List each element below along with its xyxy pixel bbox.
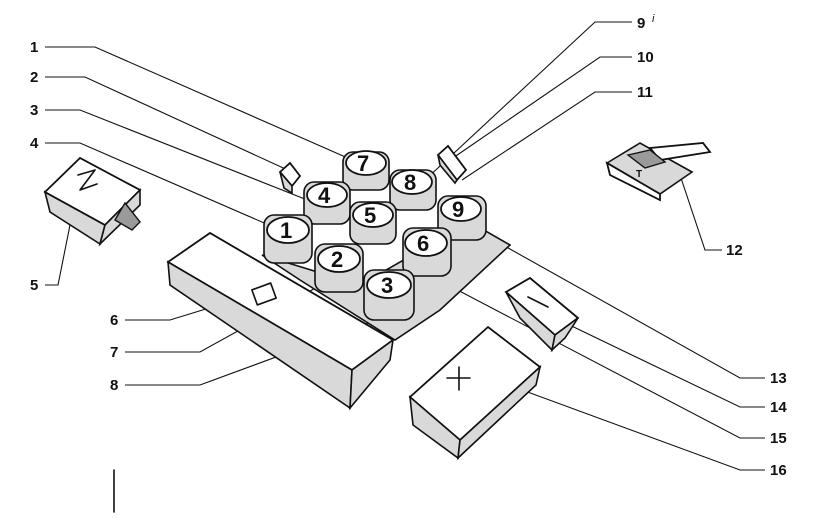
leader-10 (449, 56, 632, 161)
key-3: 3 (363, 269, 415, 321)
callout-10: 10 (637, 49, 654, 66)
callout-16: 16 (770, 462, 787, 479)
callout-8: 8 (110, 377, 118, 394)
part-16-plus-key (408, 325, 542, 461)
callout-9-superscript: i (652, 13, 655, 25)
leader-5 (45, 224, 71, 286)
number-keys: 7 8 4 5 9 1 (263, 150, 487, 321)
key-5-label: 5 (364, 203, 376, 228)
part-6-long-bar (166, 231, 395, 411)
callout-12: 12 (726, 242, 743, 259)
key-1-label: 1 (280, 218, 292, 243)
part-14-minus-key (504, 276, 580, 353)
callout-1: 1 (30, 39, 38, 56)
leader-9 (424, 21, 632, 181)
callout-5: 5 (30, 277, 38, 294)
part-2-small-piece (278, 161, 302, 195)
callout-9: 9 (637, 15, 645, 32)
key-8: 8 (389, 169, 437, 211)
key-8-label: 8 (404, 170, 416, 195)
leader-12 (679, 174, 722, 251)
minus-symbol-icon (527, 296, 549, 308)
callout-14: 14 (770, 399, 787, 416)
key-9-label: 9 (452, 197, 464, 222)
part-5-key (43, 156, 142, 247)
leader-16 (494, 379, 765, 471)
leader-11 (461, 91, 632, 181)
svg-text:T: T (636, 169, 642, 180)
key-1: 1 (263, 214, 313, 264)
key-4-label: 4 (318, 183, 331, 208)
plus-symbol-icon (446, 366, 471, 391)
leader-1 (45, 46, 376, 171)
callout-3: 3 (30, 102, 38, 119)
callout-11: 11 (637, 84, 653, 101)
key-2-label: 2 (331, 247, 343, 272)
key-4: 4 (303, 181, 351, 225)
callout-4: 4 (30, 135, 39, 152)
callout-labels: 1 2 3 4 5 6 7 8 9 i 10 11 12 13 14 15 16 (30, 13, 787, 479)
part-10-small-piece (436, 144, 468, 185)
key-9: 9 (437, 195, 487, 241)
leader-3 (45, 109, 321, 206)
callout-6: 6 (110, 312, 118, 329)
key-2: 2 (314, 243, 364, 293)
part-12-assembly: T (605, 142, 712, 202)
callout-2: 2 (30, 69, 38, 86)
callout-15: 15 (770, 430, 787, 447)
square-symbol-icon (251, 282, 277, 306)
key-6: 6 (402, 227, 452, 277)
z-symbol-icon (77, 169, 98, 191)
leader-2 (45, 76, 293, 173)
key-7: 7 (342, 150, 390, 191)
leader-4 (45, 142, 286, 233)
key-5: 5 (349, 201, 397, 245)
callout-13: 13 (770, 370, 787, 387)
key-3-label: 3 (381, 273, 393, 298)
leader-13 (484, 234, 765, 379)
key-7-label: 7 (357, 151, 369, 176)
key-6-label: 6 (417, 231, 429, 256)
leader-14 (554, 317, 765, 408)
callout-7: 7 (110, 344, 118, 361)
